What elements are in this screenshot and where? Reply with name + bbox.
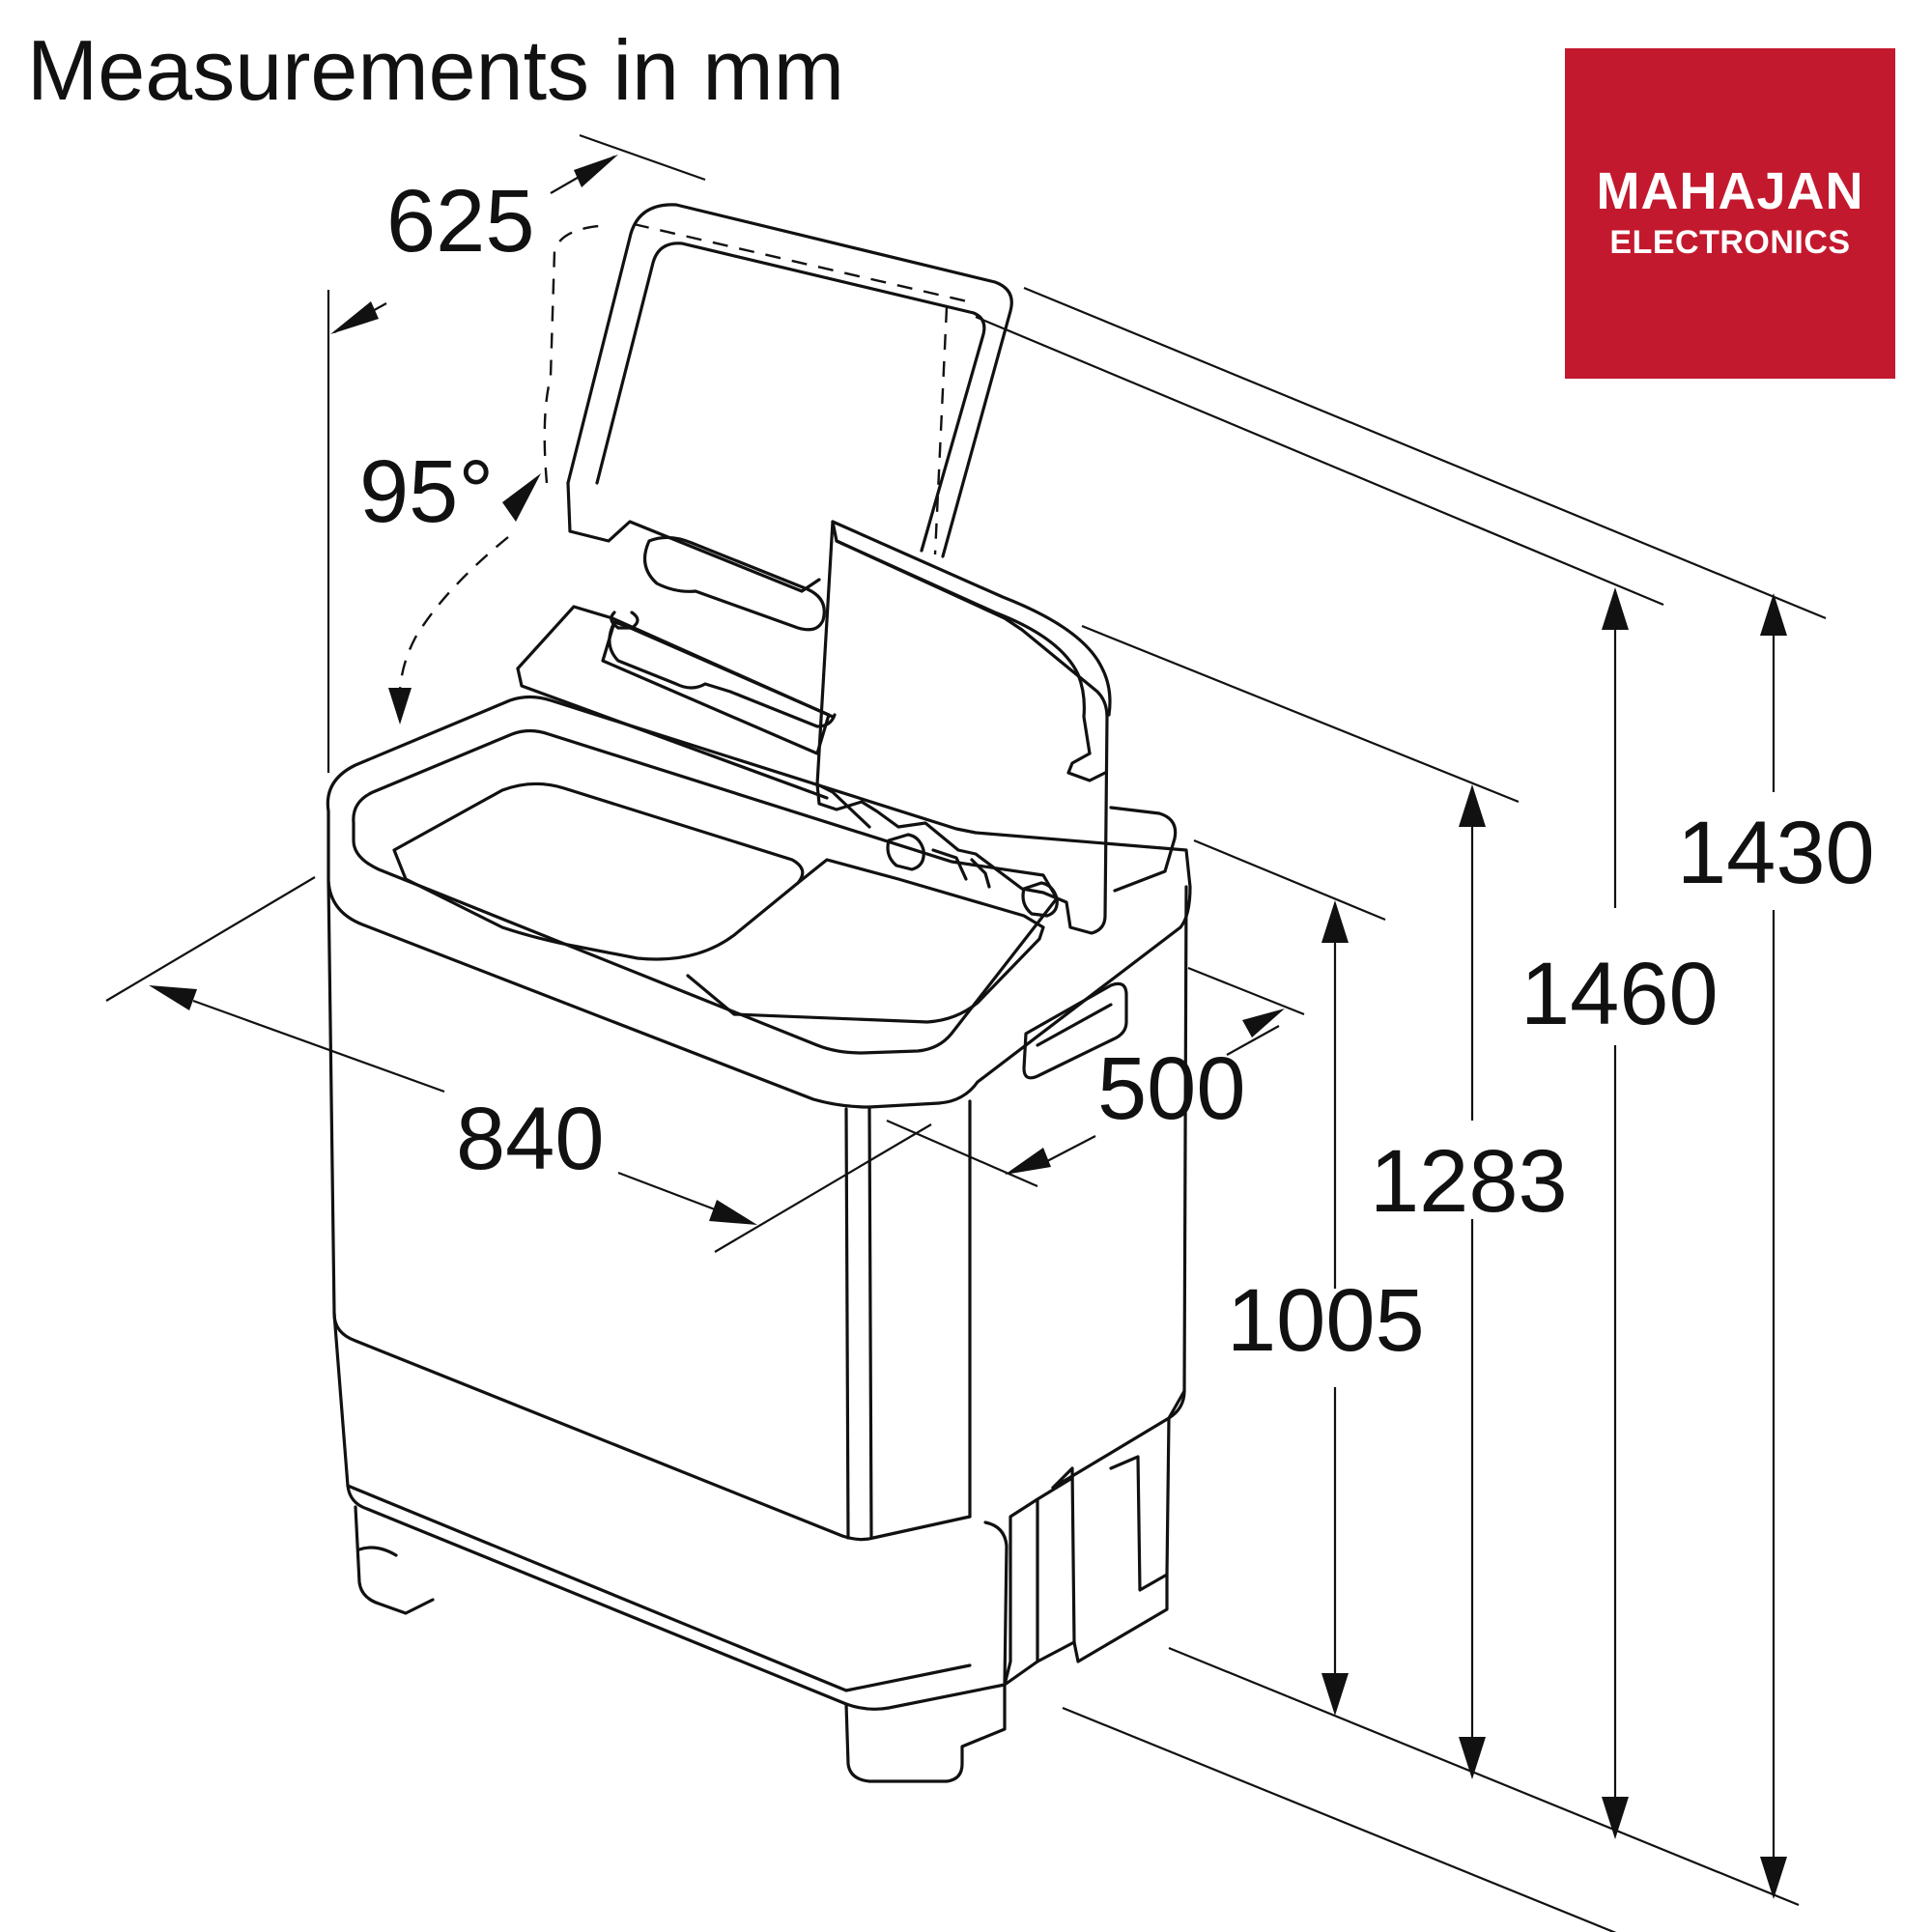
dim-label-500: 500 (1097, 1039, 1246, 1138)
small-lid (815, 520, 1112, 935)
dim-label-1283: 1283 (1370, 1132, 1568, 1231)
brand-logo: MAHAJAN ELECTRONICS (1565, 48, 1895, 379)
dim-label-1005: 1005 (1227, 1271, 1425, 1370)
dim-label-625: 625 (386, 172, 535, 270)
dim-label-1430: 1430 (1677, 804, 1875, 902)
brand-name: MAHAJAN (1596, 162, 1864, 221)
dim-label-840: 840 (456, 1090, 605, 1188)
dimension-labels: 625 95° 840 500 1005 1283 1460 1430 (359, 172, 1875, 1370)
page-title: Measurements in mm (27, 22, 845, 118)
machine-body (326, 695, 1192, 1783)
dim-label-angle: 95° (359, 442, 494, 541)
dim-label-1460: 1460 (1520, 945, 1719, 1043)
dimension-lines (105, 133, 1827, 1932)
large-lid (516, 203, 1013, 800)
brand-subtitle: ELECTRONICS (1609, 223, 1851, 261)
